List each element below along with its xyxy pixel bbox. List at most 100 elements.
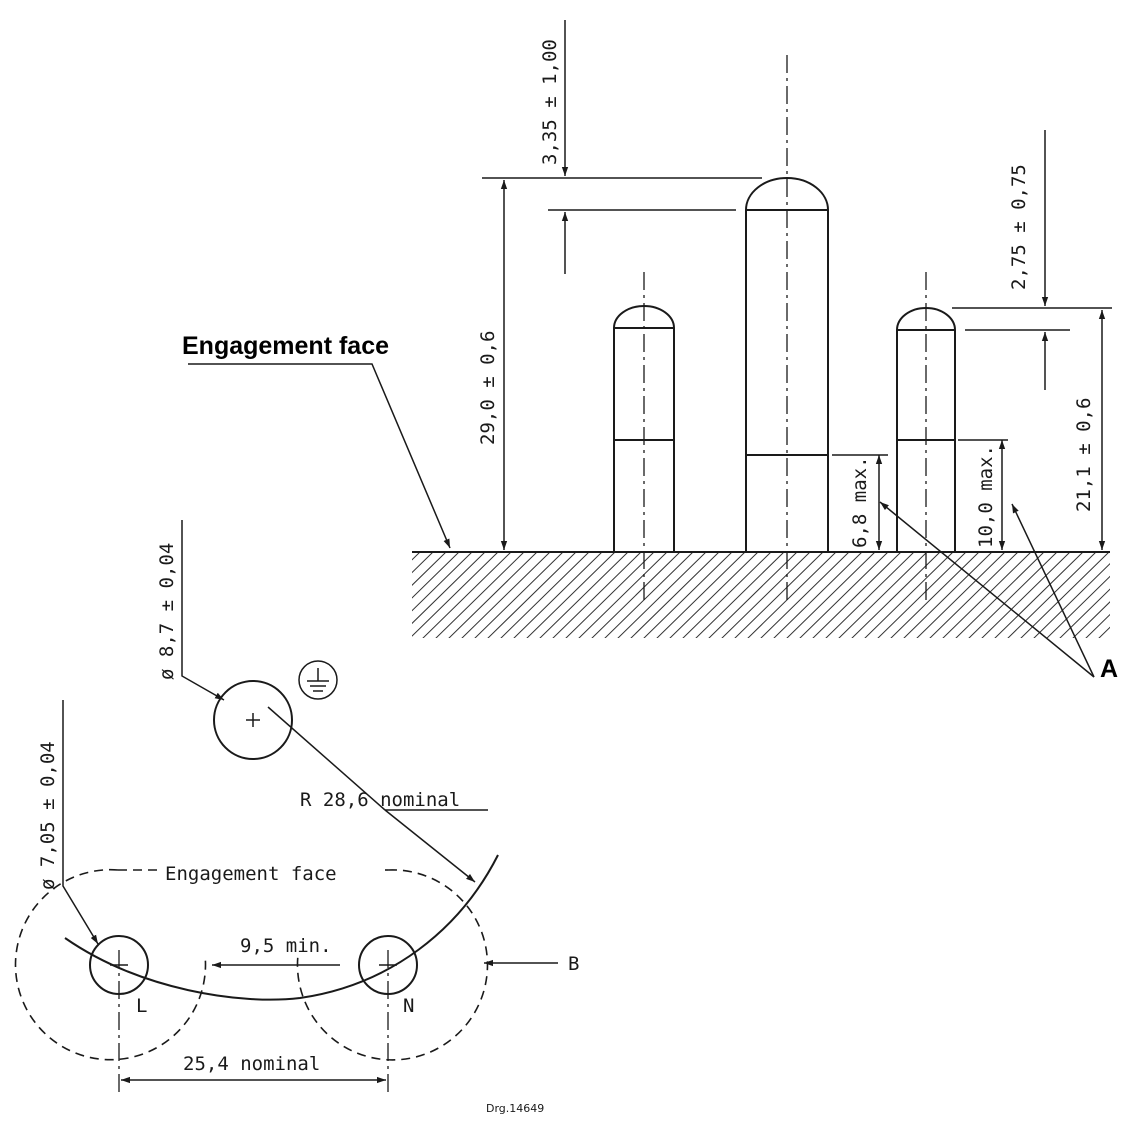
leader-b: B [484, 953, 579, 975]
hatch-line [500, 552, 590, 638]
hatch-line [890, 552, 980, 638]
hatch-line [1007, 552, 1097, 638]
hatch-line [734, 552, 824, 638]
hatch-line [474, 552, 564, 638]
hatch-line [412, 552, 460, 599]
earth-pin-hole: ø 8,7 ± 0,04 [156, 520, 293, 760]
n-pin-hole: N [358, 935, 418, 1095]
hatch-line [578, 552, 668, 638]
hatch-line [617, 552, 707, 638]
dim-radius: R 28,6 nominal [267, 706, 488, 883]
hatch-line [929, 552, 1019, 638]
hatch-line [487, 552, 577, 638]
hatch-line [412, 552, 434, 574]
hatch-line [539, 552, 629, 638]
hatch-line [669, 552, 759, 638]
hatch-line [604, 552, 694, 638]
drawing-number: Drg.14649 [486, 1102, 544, 1115]
label-b: B [568, 953, 579, 975]
hatch-line [1085, 613, 1110, 638]
hatch-line [565, 552, 655, 638]
hatch-line [448, 552, 538, 638]
engagement-face-label: Engagement face [182, 332, 389, 360]
base-hatching [412, 552, 1136, 640]
dim-earth-pin-tip-text: 3,35 ± 1,00 [539, 39, 561, 165]
label-a: A [1100, 655, 1118, 683]
hatch-line [682, 552, 772, 638]
hatch-line [1020, 552, 1110, 638]
dim-earth-pin-tip: 3,35 ± 1,00 [539, 20, 736, 274]
hatch-line [1059, 588, 1110, 638]
hatch-line [591, 552, 681, 638]
pin-l-label: L [136, 995, 147, 1017]
hatch-line [695, 552, 785, 638]
radius-text: R 28,6 nominal [300, 789, 460, 811]
hatch-line [412, 552, 486, 625]
right-pin [896, 272, 956, 600]
left-pin [613, 272, 675, 600]
hatch-line [1046, 575, 1110, 638]
dim-line-pin-height-text: 21,1 ± 0,6 [1073, 398, 1095, 512]
hatch-line [955, 552, 1045, 638]
hatch-line [630, 552, 720, 638]
leader-a: A [879, 501, 1118, 683]
hatch-line [864, 552, 954, 638]
pin-n-label: N [403, 995, 414, 1017]
engagement-face-dashed-left [14, 868, 207, 1061]
hatch-line [760, 552, 850, 638]
hatch-line [412, 552, 499, 637]
hatch-line [513, 552, 603, 638]
dim-sleeve-large: 10,0 max. [958, 439, 1008, 550]
hatch-line [916, 552, 1006, 638]
min-gap-text: 9,5 min. [240, 935, 332, 957]
hatch-line [1033, 563, 1110, 638]
dim-pin-spacing: 25,4 nominal [121, 1053, 386, 1084]
hatch-line [1072, 601, 1110, 638]
radius-arc [64, 854, 499, 1001]
dim-sleeve-small: 6,8 max. [832, 454, 888, 550]
hatch-line [747, 552, 837, 638]
earth-pin [745, 55, 829, 605]
hatch-line [773, 552, 863, 638]
engagement-face-dashed-right [296, 869, 489, 1061]
hatch-line [708, 552, 798, 638]
hatch-line [968, 552, 1058, 638]
hatch-line [526, 552, 616, 638]
dim-sleeve-small-text: 6,8 max. [849, 456, 871, 548]
hatch-line [552, 552, 642, 638]
dim-line-pin-tip: 2,75 ± 0,75 [952, 130, 1112, 390]
dim-earth-pin-height-text: 29,0 ± 0,6 [477, 331, 499, 445]
hatch-line [422, 552, 512, 638]
dim-line-pin-height: 21,1 ± 0,6 [1073, 310, 1106, 550]
earth-diameter-text: ø 8,7 ± 0,04 [156, 543, 178, 680]
dim-earth-pin-height: 29,0 ± 0,6 [477, 177, 762, 550]
hatch-line [721, 552, 811, 638]
engagement-face-lower-label: Engagement face [165, 863, 337, 885]
earth-ground-icon [298, 660, 338, 700]
hatch-line [851, 552, 941, 638]
hatch-line [412, 552, 421, 561]
hatch-line [877, 552, 967, 638]
hatch-line [412, 552, 447, 586]
engagement-face-leader: Engagement face [182, 332, 451, 549]
hatch-line [1110, 552, 1136, 640]
hatch-line [903, 552, 993, 638]
hatch-line [838, 552, 928, 638]
hatch-line [435, 552, 525, 638]
hatch-line [825, 552, 915, 638]
dim-sleeve-large-text: 10,0 max. [975, 445, 997, 548]
hatch-line [461, 552, 551, 638]
pin-diameter-text: ø 7,05 ± 0,04 [37, 741, 59, 890]
dim-line-pin-tip-text: 2,75 ± 0,75 [1008, 164, 1030, 290]
hatch-line [994, 552, 1084, 638]
hatch-line [643, 552, 733, 638]
dim-pin-diameter: ø 7,05 ± 0,04 [37, 700, 99, 945]
hatch-line [812, 552, 902, 638]
hatch-line [981, 552, 1071, 638]
hatch-line [786, 552, 876, 638]
hatch-line [656, 552, 746, 638]
hatch-line [799, 552, 889, 638]
l-pin-hole: L [89, 935, 149, 1095]
